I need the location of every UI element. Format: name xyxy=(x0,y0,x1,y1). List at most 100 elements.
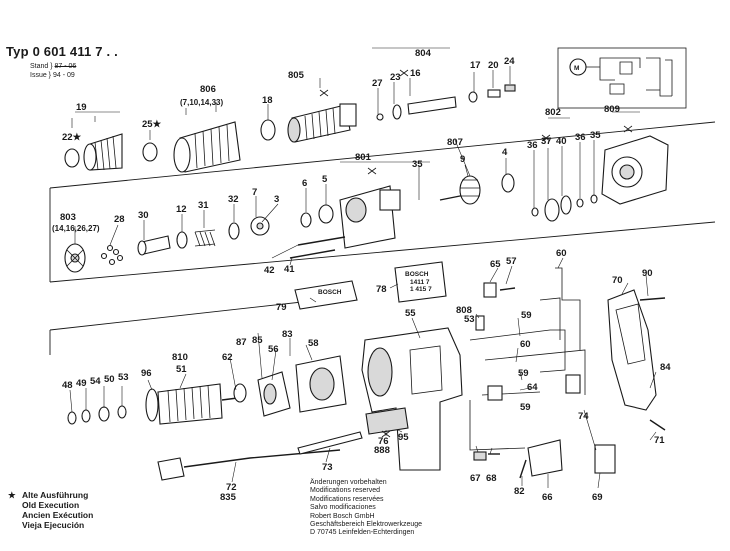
part-809-gear-housing xyxy=(601,135,669,205)
legend-line-2: Old Execution xyxy=(22,500,80,510)
part-31-spring xyxy=(194,229,216,247)
label-65: 65 xyxy=(490,259,501,270)
label-5: 5 xyxy=(322,174,328,185)
label-56: 56 xyxy=(268,344,279,355)
part-90-handle-screw xyxy=(639,297,666,301)
label-18: 18 xyxy=(262,95,273,106)
note-line: Geschäftsbereich Elektrowerkzeuge xyxy=(310,521,423,529)
legend-old-execution: ★ Alte Ausführung Old Execution Ancien E… xyxy=(8,490,94,530)
part-73-cord-protector xyxy=(297,431,363,455)
part-804-spindle-shaft xyxy=(376,84,516,121)
note-line: Salvo modificaciones xyxy=(310,504,376,512)
label-28: 28 xyxy=(114,214,125,225)
label-60: 60 xyxy=(556,248,567,259)
label-801: 801 xyxy=(355,152,372,163)
label-55: 55 xyxy=(405,308,416,319)
part-70-handle-shell xyxy=(607,289,657,411)
label-803: 803 xyxy=(60,212,76,223)
armature-end-parts xyxy=(67,405,127,425)
label-58: 58 xyxy=(308,338,319,349)
part-6-5-bearings xyxy=(300,204,334,228)
label-79: 79 xyxy=(276,302,287,313)
part-808-suppressor xyxy=(475,315,485,331)
part-58-field-coil xyxy=(295,355,347,413)
label-68: 68 xyxy=(486,473,497,484)
label-806: 806 xyxy=(200,84,216,95)
part-79-nameplate xyxy=(294,280,358,310)
label-19: 19 xyxy=(76,102,87,113)
label-806-sub: (7,10,14,33) xyxy=(180,98,223,107)
legend-line-1: ★ Alte Ausführung xyxy=(8,490,89,500)
part-30-shaft xyxy=(137,235,171,256)
leader-lines xyxy=(69,47,657,489)
label-809: 809 xyxy=(604,104,620,115)
label-90: 90 xyxy=(642,268,653,279)
part-806-gear-housing xyxy=(173,121,241,173)
label-84: 84 xyxy=(660,362,671,373)
label-20: 20 xyxy=(488,60,499,71)
label-49: 49 xyxy=(76,378,87,389)
label-808: 808 xyxy=(456,305,472,316)
issue-label: Issue xyxy=(30,72,47,79)
part-69-capacitor xyxy=(594,444,616,474)
label-31: 31 xyxy=(198,200,209,211)
label-37: 37 xyxy=(541,136,552,147)
part-62-bearing xyxy=(233,383,247,403)
label-24: 24 xyxy=(504,56,515,67)
stand-row: Stand } 87 - 06 xyxy=(30,63,77,70)
part-18-bearing xyxy=(260,119,276,141)
part-32-washer xyxy=(228,222,240,240)
label-54: 54 xyxy=(90,376,101,387)
label-60b: 60 xyxy=(520,339,531,350)
label-83: 83 xyxy=(282,329,293,340)
part-82-screw xyxy=(519,459,527,479)
rating-plate-line2: 1 415 7 xyxy=(410,286,432,293)
label-51: 51 xyxy=(176,364,187,375)
part-67-68-brush-holder xyxy=(473,451,500,461)
part-41-42-screws xyxy=(289,236,346,259)
label-807: 807 xyxy=(447,137,463,148)
stand-issue-block: Stand } 87 - 06 Issue } 94 - 09 xyxy=(30,62,76,80)
label-3: 3 xyxy=(274,194,279,205)
part-65-57-suppressor xyxy=(483,282,516,298)
label-70: 70 xyxy=(612,275,623,286)
part-4-bearing xyxy=(501,173,515,193)
label-23: 23 xyxy=(390,72,401,83)
legend-line-3: Ancien Exécution xyxy=(22,510,94,520)
part-64-switch-parts xyxy=(487,374,581,401)
part-805-spindle-assembly xyxy=(287,103,357,143)
label-805: 805 xyxy=(288,70,305,81)
lower-panel-frame xyxy=(49,299,321,355)
part-810-armature xyxy=(145,383,246,425)
part-803-chuck-body xyxy=(64,243,86,273)
label-48: 48 xyxy=(62,380,73,391)
wiring-harness xyxy=(469,297,586,451)
issue-value: 94 - 09 xyxy=(52,72,75,79)
label-71: 71 xyxy=(654,435,665,446)
part-19-chuck-sleeve xyxy=(64,133,158,171)
note-line: Modifications reservées xyxy=(310,495,384,503)
label-30: 30 xyxy=(138,210,149,221)
issue-row: Issue } 94 - 09 xyxy=(30,72,75,79)
label-40: 40 xyxy=(556,136,567,147)
label-53b: 53 xyxy=(118,372,129,383)
label-36b: 36 xyxy=(575,132,586,143)
label-73: 73 xyxy=(322,462,333,473)
part-807-gear xyxy=(439,175,481,205)
label-72: 72 xyxy=(226,482,237,493)
label-32: 32 xyxy=(228,194,239,205)
label-76: 76 xyxy=(378,436,389,447)
legend-star-icon: ★ xyxy=(8,490,16,500)
label-804: 804 xyxy=(415,48,432,59)
typ-label: Typ xyxy=(6,44,29,59)
wiring-schematic: M xyxy=(557,47,687,109)
label-835: 835 xyxy=(220,492,237,503)
note-line: Änderungen vorbehalten xyxy=(310,479,387,486)
label-66: 66 xyxy=(542,492,553,503)
label-35b: 35 xyxy=(590,130,601,141)
label-6: 6 xyxy=(302,178,307,189)
part-55-main-housing xyxy=(361,327,463,471)
part-71-handle-screw xyxy=(649,419,666,431)
part-801-intermediate-flange xyxy=(339,185,401,249)
